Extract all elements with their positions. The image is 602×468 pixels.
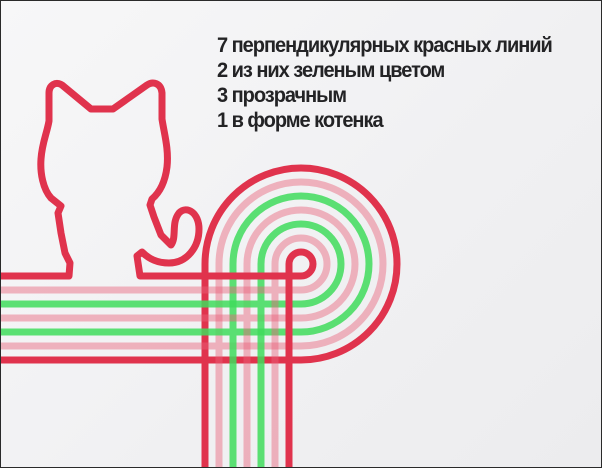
green-line-2 xyxy=(1,192,373,467)
transparent-line-2 xyxy=(1,206,359,467)
red-line-outer xyxy=(1,164,401,467)
kitten-line xyxy=(1,79,317,467)
transparent-line-1 xyxy=(1,234,331,467)
caption-line-4: 1 в форме котенка xyxy=(217,108,384,132)
caption: 7 перпендикулярных красных линий 2 из ни… xyxy=(217,33,577,133)
caption-line-2: 2 из них зеленым цветом xyxy=(217,58,445,82)
green-line-1 xyxy=(1,220,345,467)
caption-line-1: 7 перпендикулярных красных линий xyxy=(217,33,553,57)
caption-line-3: 3 прозрачным xyxy=(217,83,347,107)
transparent-line-3 xyxy=(1,178,387,467)
